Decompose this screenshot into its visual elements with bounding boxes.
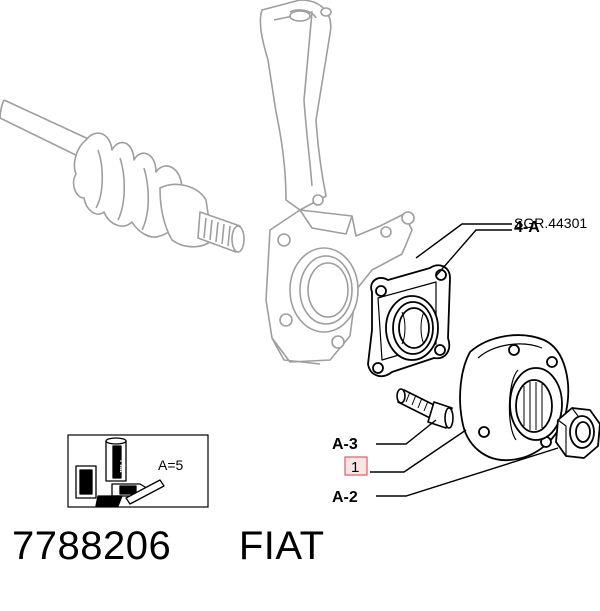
parts-box-icon bbox=[75, 437, 165, 507]
nut-leader bbox=[376, 447, 559, 497]
wheel-hub bbox=[459, 334, 570, 461]
drive-shaft bbox=[0, 99, 245, 253]
brand-name: FIAT bbox=[238, 524, 325, 568]
bolt-label: A-3 bbox=[332, 436, 358, 453]
assembly-leader bbox=[435, 229, 512, 277]
package-quantity-box: Fiat A=5 bbox=[67, 434, 209, 508]
bolt-leader bbox=[376, 419, 437, 445]
box-brand-text: Fiat bbox=[118, 460, 125, 473]
assembly-label: 4-A bbox=[514, 219, 540, 236]
wheel-bearing bbox=[367, 264, 451, 378]
tool-ref-label: SGR.44301 bbox=[514, 215, 587, 231]
hub-index-label: 1 bbox=[351, 459, 359, 476]
hub-index-box[interactable] bbox=[344, 456, 368, 476]
footer: 7788206 FIAT bbox=[12, 524, 325, 569]
hub-bolt bbox=[396, 388, 454, 429]
part-number: 7788206 bbox=[12, 524, 172, 568]
nut-label: A-2 bbox=[332, 489, 358, 506]
quantity-label: A=5 bbox=[158, 457, 184, 473]
steering-knuckle bbox=[259, 0, 415, 365]
hub-leader bbox=[370, 429, 467, 473]
tool-ref-leader bbox=[415, 223, 512, 259]
hub-nut bbox=[555, 407, 600, 459]
